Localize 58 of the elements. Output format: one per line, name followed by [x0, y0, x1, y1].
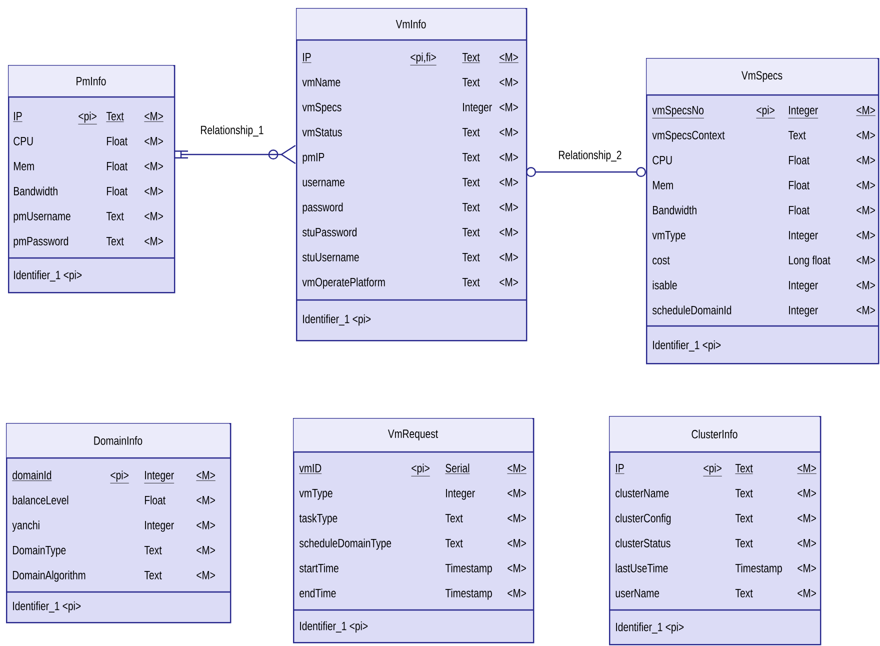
entity-name: VmSpecs	[742, 71, 782, 82]
identifier-label: Identifier_1 <pi>	[300, 621, 368, 633]
attribute-row: clusterName Text <M>	[616, 488, 816, 498]
attribute-row: IP <pi> Text <M>	[615, 464, 817, 476]
relationship-line	[526, 167, 646, 177]
attribute-row: endTime Timestamp <M>	[300, 588, 526, 600]
attribute-row: vmID <pi> Serial <M>	[299, 464, 527, 476]
relationship-line	[173, 145, 296, 164]
identifier-label: Identifier_1 <pi>	[616, 622, 684, 634]
entity-name: VmRequest	[388, 430, 438, 440]
attribute-row: vmType Integer <M>	[299, 489, 526, 500]
attribute-row: pmUsername Text <M>	[14, 212, 163, 223]
attribute-row: startTime Timestamp <M>	[299, 564, 526, 575]
attribute-row: CPU Float <M>	[652, 156, 875, 164]
attribute-row: cost Long float <M>	[652, 256, 875, 267]
attribute-row: DomainType Text <M>	[13, 546, 215, 557]
identifier-label: Identifier_1 <pi>	[653, 340, 721, 352]
attribute-row: vmType Integer <M>	[652, 231, 875, 242]
attribute-row: vmName Text <M>	[302, 78, 518, 86]
attribute-row: vmSpecs Integer <M>	[302, 102, 518, 114]
edge-label: Relationship_1	[199, 124, 265, 138]
attribute-row: vmSpecsContext Text <M>	[652, 130, 875, 142]
attribute-row: pmPassword Text <M>	[14, 236, 163, 248]
entity-name: VmInfo	[396, 20, 426, 28]
attribute-row: scheduleDomainId Integer <M>	[652, 306, 875, 317]
attribute-row: scheduleDomainType Text <M>	[299, 538, 526, 550]
attribute-row: CPU Float <M>	[14, 136, 163, 146]
attribute-row: clusterStatus Text <M>	[616, 538, 816, 548]
attribute-row: IP <pi> Text <M>	[13, 112, 164, 124]
attribute-row: Mem Float <M>	[653, 180, 875, 190]
attribute-row: Bandwidth Float <M>	[653, 206, 875, 214]
attribute-row: clusterConfig Text <M>	[616, 514, 816, 525]
entity-name: ClusterInfo	[692, 430, 738, 438]
identifier-label: Identifier_1 <pi>	[14, 270, 82, 282]
attribute-row: userName Text <M>	[616, 589, 816, 598]
edge-label: Relationship_2	[557, 149, 623, 163]
attribute-row: Bandwidth Float <M>	[14, 186, 163, 196]
attribute-row: yanchi Integer <M>	[12, 520, 215, 532]
identifier-label: Identifier_1 <pi>	[13, 601, 81, 613]
attribute-row: password Text <M>	[302, 202, 518, 214]
entity-name: PmInfo	[76, 76, 106, 86]
attribute-row: lastUseTime Timestamp <M>	[616, 564, 816, 575]
attribute-row: stuPassword Text <M>	[302, 228, 518, 236]
attribute-row: stuUsername Text <M>	[302, 253, 518, 262]
entity-name: DomainInfo	[94, 436, 142, 445]
attribute-row: taskType Text <M>	[299, 514, 526, 525]
attribute-row: vmSpecsNo <pi> Integer <M>	[652, 106, 876, 118]
attribute-row: IP <pi,fi> Text <M>	[302, 52, 519, 66]
attribute-row: DomainAlgorithm Text <M>	[13, 570, 215, 582]
attribute-row: username Text <M>	[302, 178, 518, 186]
attribute-row: Mem Float <M>	[14, 162, 163, 170]
attribute-row: pmIP Text <M>	[302, 153, 518, 164]
attribute-row: vmStatus Text <M>	[302, 128, 518, 136]
attribute-row: isable Integer <M>	[652, 280, 875, 292]
attribute-row: vmOperatePlatform Text <M>	[302, 278, 518, 289]
attribute-row: balanceLevel Float <M>	[12, 496, 215, 504]
identifier-label: Identifier_1 <pi>	[303, 314, 371, 326]
attribute-row: domainId <pi> Integer <M>	[12, 470, 216, 484]
